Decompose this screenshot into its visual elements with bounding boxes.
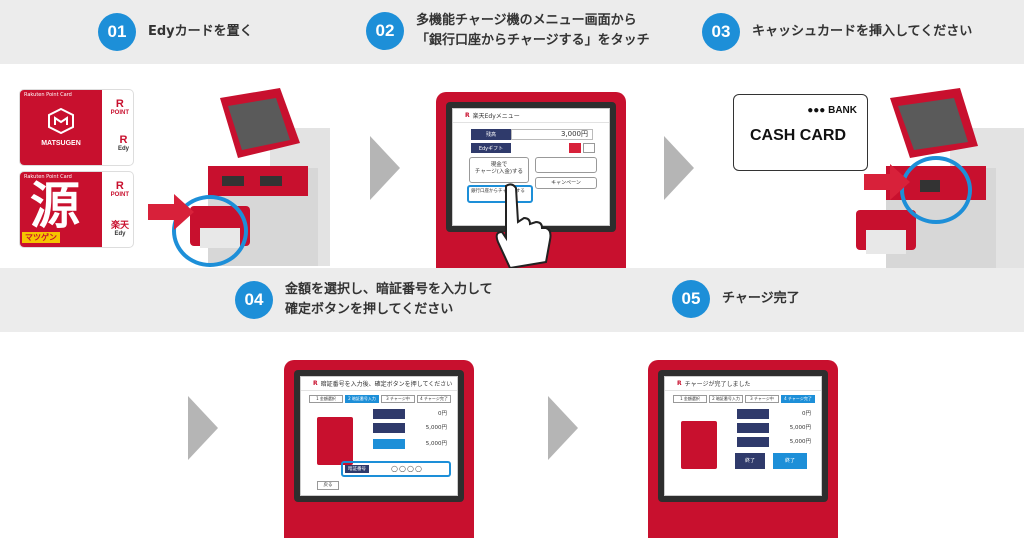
matsugen-katakana-logo: マツゲン	[22, 232, 60, 243]
charge-amount-label	[737, 423, 769, 433]
balance-value: 0円	[438, 411, 447, 417]
insert-arrow-icon	[148, 194, 194, 230]
step-1-number: 01	[98, 13, 136, 51]
next-step-arrow	[548, 396, 578, 460]
balance-label: 残高	[471, 129, 511, 140]
card-slot-highlight	[900, 156, 972, 224]
pin-label: 暗証番号	[345, 465, 369, 473]
step-3-title: キャッシュカードを挿入してください	[752, 24, 973, 39]
tab-pin: 2 暗証番号入力	[345, 395, 379, 403]
charge-amount-label	[373, 423, 405, 433]
campaign-button[interactable]: キャンペーン	[535, 177, 597, 189]
progress-tabs: 1 金額選択 2 暗証番号入力 3 チャージ中 4 チャージ完了	[673, 395, 815, 403]
balance-label	[737, 409, 769, 419]
kiosk-thumbnail	[681, 421, 717, 469]
after-charge-value: 5,000円	[789, 439, 811, 445]
gift-button[interactable]	[569, 143, 581, 153]
card-header-text: Rakuten Point Card	[24, 174, 72, 180]
step-1-title: Edyカードを置く	[148, 24, 253, 39]
step-2-header: 02 多機能チャージ機のメニュー画面から 「銀行口座からチャージする」をタッチ	[366, 11, 650, 51]
end-button[interactable]: 終了	[773, 453, 807, 469]
pointing-hand-icon	[495, 183, 552, 268]
step-4-header: 04 金額を選択し、暗証番号を入力して 確定ボタンを押してください	[235, 280, 493, 320]
step-2-title: 多機能チャージ機のメニュー画面から 「銀行口座からチャージする」をタッチ	[416, 13, 650, 48]
balance-value: 3,000円	[511, 129, 593, 140]
gen-logo-kanji: 源	[30, 177, 80, 235]
bank-charge-button[interactable]: 銀行口座からチャージする	[467, 185, 533, 203]
balance-label	[373, 409, 405, 419]
tab-complete: 4 チャージ完了	[781, 395, 815, 403]
bank-name: ●●● BANK	[807, 105, 857, 116]
insert-arrow-icon	[864, 164, 910, 200]
tab-complete: 4 チャージ完了	[417, 395, 451, 403]
pin-input-box[interactable]: 暗証番号 ○○○○	[341, 461, 451, 477]
tab-charging: 3 チャージ中	[381, 395, 415, 403]
matsugen-logo-icon	[48, 108, 74, 134]
next-step-arrow	[664, 136, 694, 200]
step-3-number: 03	[702, 13, 740, 51]
card-reader-highlight	[172, 195, 248, 267]
step-5-title: チャージ完了	[722, 291, 800, 306]
step-5-number: 05	[672, 280, 710, 318]
card-header-text: Rakuten Point Card	[24, 92, 72, 98]
pin-dots: ○○○○	[391, 464, 423, 473]
cash-charge-button[interactable]: 現金で チャージ(入金)する	[469, 157, 529, 183]
after-charge-label	[737, 437, 769, 447]
back-button[interactable]: 戻る	[317, 481, 339, 490]
progress-tabs: 1 金額選択 2 暗証番号入力 3 チャージ中 4 チャージ完了	[309, 395, 451, 403]
next-step-arrow	[370, 136, 400, 200]
screen-title: 楽天Edyメニュー	[472, 113, 520, 120]
screen-title: 暗証番号を入力後、確定ボタンを押してください	[320, 381, 453, 388]
balance-value: 0円	[802, 411, 811, 417]
step-3-header: 03 キャッシュカードを挿入してください	[702, 13, 972, 51]
after-charge-label	[373, 439, 405, 449]
steps-header-band-middle	[0, 268, 1024, 332]
kiosk-thumbnail	[317, 417, 353, 465]
edy-gift-label: Edyギフト	[471, 143, 511, 153]
tab-amount: 1 金額選択	[673, 395, 707, 403]
step-4-number: 04	[235, 281, 273, 319]
step-4-title: 金額を選択し、暗証番号を入力して 確定ボタンを押してください	[285, 282, 493, 317]
charge-amount-value: 5,000円	[425, 425, 447, 431]
cash-card-label: CASH CARD	[750, 127, 846, 144]
card-brand-text: MATSUGEN	[41, 140, 81, 147]
step-2-number: 02	[366, 12, 404, 50]
tab-amount: 1 金額選択	[309, 395, 343, 403]
tab-charging: 3 チャージ中	[745, 395, 779, 403]
step-5-header: 05 チャージ完了	[672, 280, 800, 318]
tab-pin: 2 暗証番号入力	[709, 395, 743, 403]
step-1-header: 01 Edyカードを置く	[98, 13, 253, 51]
gift-button-alt[interactable]	[583, 143, 595, 153]
cash-card: ●●● BANK CASH CARD	[733, 94, 868, 171]
charge-amount-value: 5,000円	[789, 425, 811, 431]
screen-title: チャージが完了しました	[684, 381, 751, 388]
steps-header-band-top	[0, 0, 1024, 64]
next-step-arrow	[188, 396, 218, 460]
after-charge-value: 5,000円	[425, 441, 447, 447]
other-menu-button[interactable]	[535, 157, 597, 173]
end-button-secondary[interactable]: 終了	[735, 453, 765, 469]
